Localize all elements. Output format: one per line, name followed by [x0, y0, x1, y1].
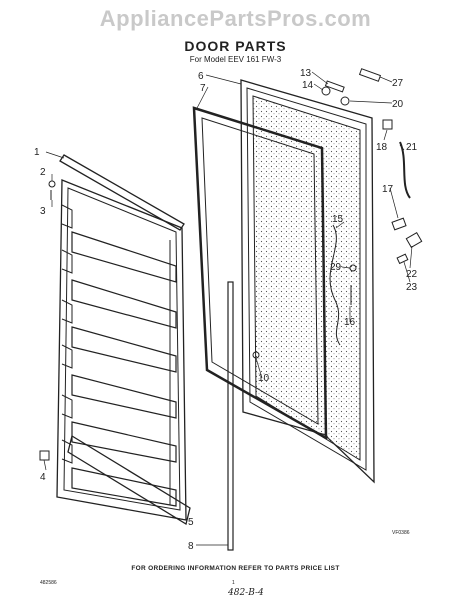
callout-8: 8 — [188, 541, 194, 552]
outer-door-panel — [240, 79, 375, 484]
footer-left-code: 482586 — [40, 580, 57, 586]
callout-18: 18 — [376, 142, 388, 153]
vertical-strip — [227, 281, 234, 551]
diagram-title: DOOR PARTS — [184, 38, 287, 54]
callout-2: 2 — [40, 167, 46, 178]
footer-page-number: 1 — [232, 580, 235, 586]
bushing-part-20 — [340, 96, 350, 106]
callout-17: 17 — [382, 184, 394, 195]
callout-14: 14 — [302, 80, 314, 91]
callout-15: 15 — [332, 214, 344, 225]
harness-part-15 — [329, 224, 341, 346]
footer-handwritten-note: 482-B-4 — [228, 588, 264, 598]
model-subtitle: For Model EEV 161 FW-3 — [189, 55, 282, 64]
diagram-code: VF0386 — [392, 530, 410, 536]
callout-13: 13 — [300, 68, 312, 79]
callout-7: 7 — [200, 83, 206, 94]
callout-21: 21 — [406, 142, 418, 153]
callout-29: 29 — [330, 262, 342, 273]
clip-part-4 — [39, 450, 50, 461]
callout-27: 27 — [392, 78, 404, 89]
inner-door-liner — [56, 179, 187, 521]
door-gasket — [192, 106, 328, 441]
handle-cap-part-27 — [358, 68, 382, 82]
callout-20: 20 — [392, 99, 404, 110]
callout-3: 3 — [40, 206, 46, 217]
hinge-part-22 — [405, 231, 423, 249]
callout-5: 5 — [188, 517, 194, 528]
callout-6: 6 — [198, 71, 204, 82]
hinge-pin-part-23 — [396, 253, 409, 265]
ordering-footer: FOR ORDERING INFORMATION REFER TO PARTS … — [131, 565, 340, 572]
callout-1: 1 — [34, 147, 40, 158]
bushing-part-14 — [321, 86, 331, 96]
handle-part-13 — [324, 80, 345, 93]
switch-part-17 — [391, 217, 407, 231]
callout-4: 4 — [40, 472, 46, 483]
callout-10: 10 — [258, 373, 270, 384]
bracket-part-18 — [382, 119, 393, 130]
callout-22: 22 — [406, 269, 418, 280]
watermark: AppliancePartsPros.com — [99, 6, 372, 31]
callout-16: 16 — [344, 317, 356, 328]
top-trim-strip — [59, 154, 185, 231]
callout-23: 23 — [406, 282, 418, 293]
bottom-kick-plate — [67, 434, 191, 526]
screw-part-2 — [48, 180, 56, 188]
